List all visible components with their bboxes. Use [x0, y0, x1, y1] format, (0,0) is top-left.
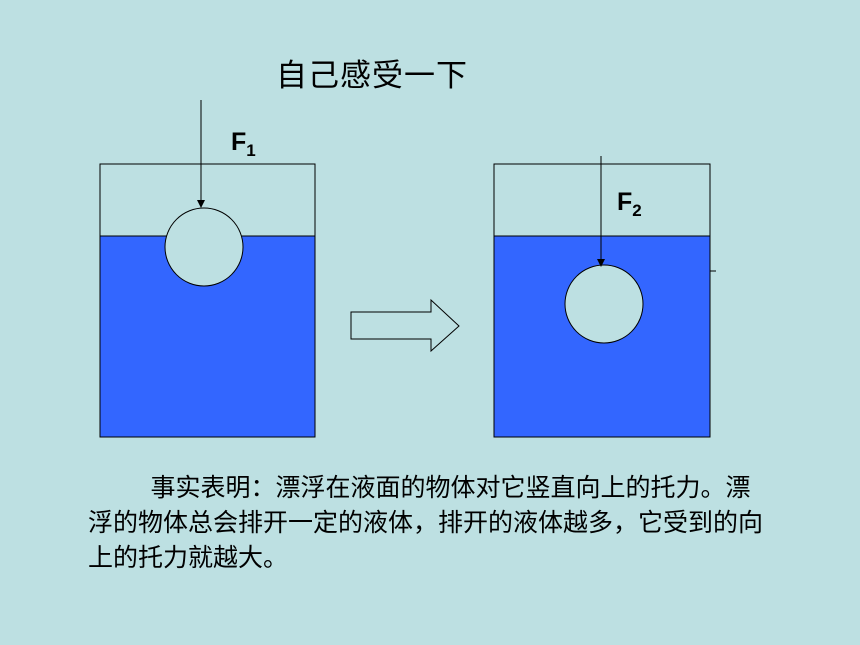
- force-label-f2: F2: [617, 188, 642, 220]
- slide-title: 自己感受一下: [276, 58, 468, 94]
- force-label-f1: F1: [231, 128, 256, 160]
- right-container: [493, 156, 716, 438]
- transition-arrow-icon: [350, 298, 460, 353]
- left-floating-ball: [164, 207, 244, 287]
- conclusion-text: 事实表明：漂浮在液面的物体对它竖直向上的托力。漂浮的物体总会排开一定的液体，排开…: [88, 473, 764, 572]
- right-submerged-ball: [564, 264, 644, 344]
- left-container: [99, 100, 316, 438]
- right-container-air: [493, 163, 711, 237]
